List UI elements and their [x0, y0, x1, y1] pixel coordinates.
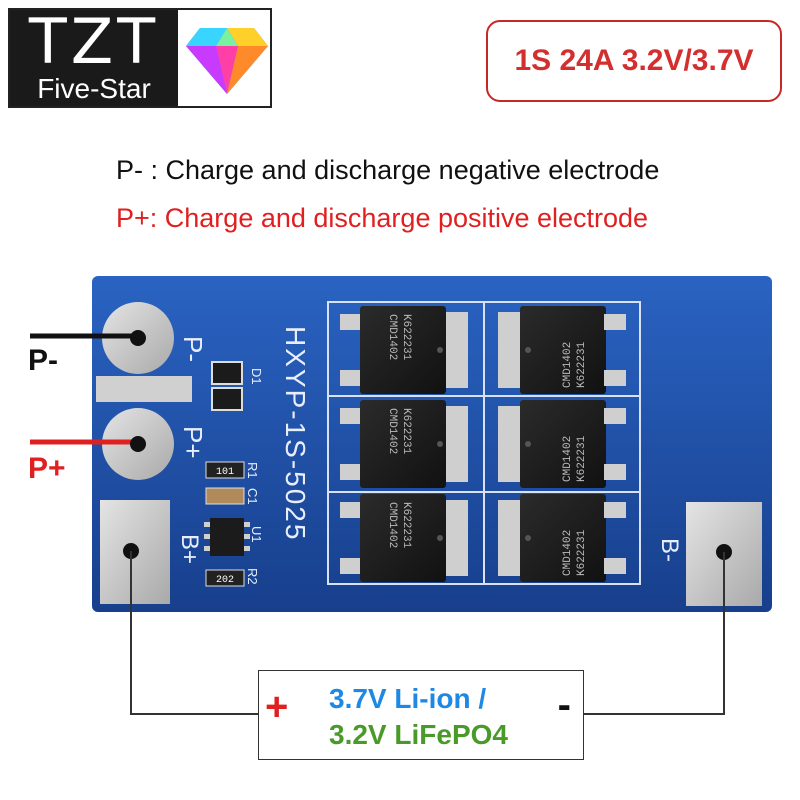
- battery-type-liion: 3.7V Li-ion /: [329, 683, 487, 714]
- silk-c1: C1: [245, 488, 260, 505]
- silk-p-plus: P+: [178, 426, 208, 459]
- p-plus-wire-label: P+: [28, 452, 66, 485]
- mosfet-lot: K622231: [576, 435, 588, 482]
- mosfet-lot: K622231: [576, 529, 588, 576]
- logo-subtitle: Five-Star: [37, 73, 151, 104]
- mosfet-part: CMD1402: [386, 408, 398, 454]
- battery-minus-sign: -: [557, 683, 571, 727]
- silk-d1: D1: [249, 368, 264, 385]
- mosfet-lot: K622231: [576, 341, 588, 388]
- mosfet-part: CMD1402: [562, 530, 574, 576]
- logo-brand-text: TZT: [28, 5, 160, 78]
- mosfet-part: CMD1402: [386, 502, 398, 548]
- r2-code: 202: [216, 575, 234, 586]
- battery-box: + 3.7V Li-ion / 3.2V LiFePO4 -: [258, 670, 584, 760]
- mosfet-right-2: CMD1402 K622231: [498, 400, 626, 488]
- ic-u1: [210, 518, 244, 556]
- brand-logo: TZT Five-Star: [8, 5, 272, 108]
- silk-u1: U1: [249, 526, 264, 543]
- mosfet-part: CMD1402: [562, 436, 574, 482]
- mosfet-lot: K622231: [400, 314, 412, 361]
- diode-d1: [211, 361, 243, 385]
- silk-p-minus: P-: [178, 336, 208, 362]
- mosfet-part: CMD1402: [562, 342, 574, 388]
- battery-type-lifepo4: 3.2V LiFePO4: [329, 719, 508, 750]
- mosfet-left-1: CMD1402 K622231: [340, 306, 468, 394]
- silk-r2: R2: [245, 568, 260, 585]
- logo-black-panel: TZT Five-Star: [10, 5, 178, 106]
- p-minus-pad: [102, 302, 174, 374]
- silk-r1: R1: [245, 462, 260, 479]
- bms-circuit-board: P- P+ B+ B- HXYP-1S-5025 D1 101 R1 C1 U1…: [92, 276, 772, 612]
- p-minus-wire-label: P-: [28, 344, 58, 377]
- board-model-label: HXYP-1S-5025: [280, 326, 311, 541]
- pad-strip: [96, 376, 192, 402]
- b-plus-pad: [100, 500, 170, 604]
- mosfet-part: CMD1402: [386, 314, 398, 360]
- spec-badge: 1S 24A 3.2V/3.7V: [486, 20, 782, 102]
- battery-plus-sign: +: [265, 685, 289, 729]
- b-minus-pad: [686, 502, 762, 606]
- description-positive: P+: Charge and discharge positive electr…: [116, 203, 649, 233]
- p-plus-pad: [102, 408, 174, 480]
- diamond-gem-icon: [186, 28, 268, 94]
- resistor-r1: [205, 461, 245, 479]
- r1-code: 101: [216, 467, 234, 478]
- mosfet-lot: K622231: [400, 408, 412, 455]
- diode-d1-body: [211, 387, 243, 411]
- mosfet-left-3: CMD1402 K622231: [340, 494, 468, 582]
- description-negative: P- : Charge and discharge negative elect…: [116, 155, 660, 185]
- mosfet-left-2: CMD1402 K622231: [340, 400, 468, 488]
- silk-b-minus: B-: [656, 538, 683, 562]
- mosfet-right-1: CMD1402 K622231: [498, 306, 626, 394]
- capacitor-c1: [205, 487, 245, 505]
- silk-b-plus: B+: [176, 534, 203, 564]
- mosfet-lot: K622231: [400, 502, 412, 549]
